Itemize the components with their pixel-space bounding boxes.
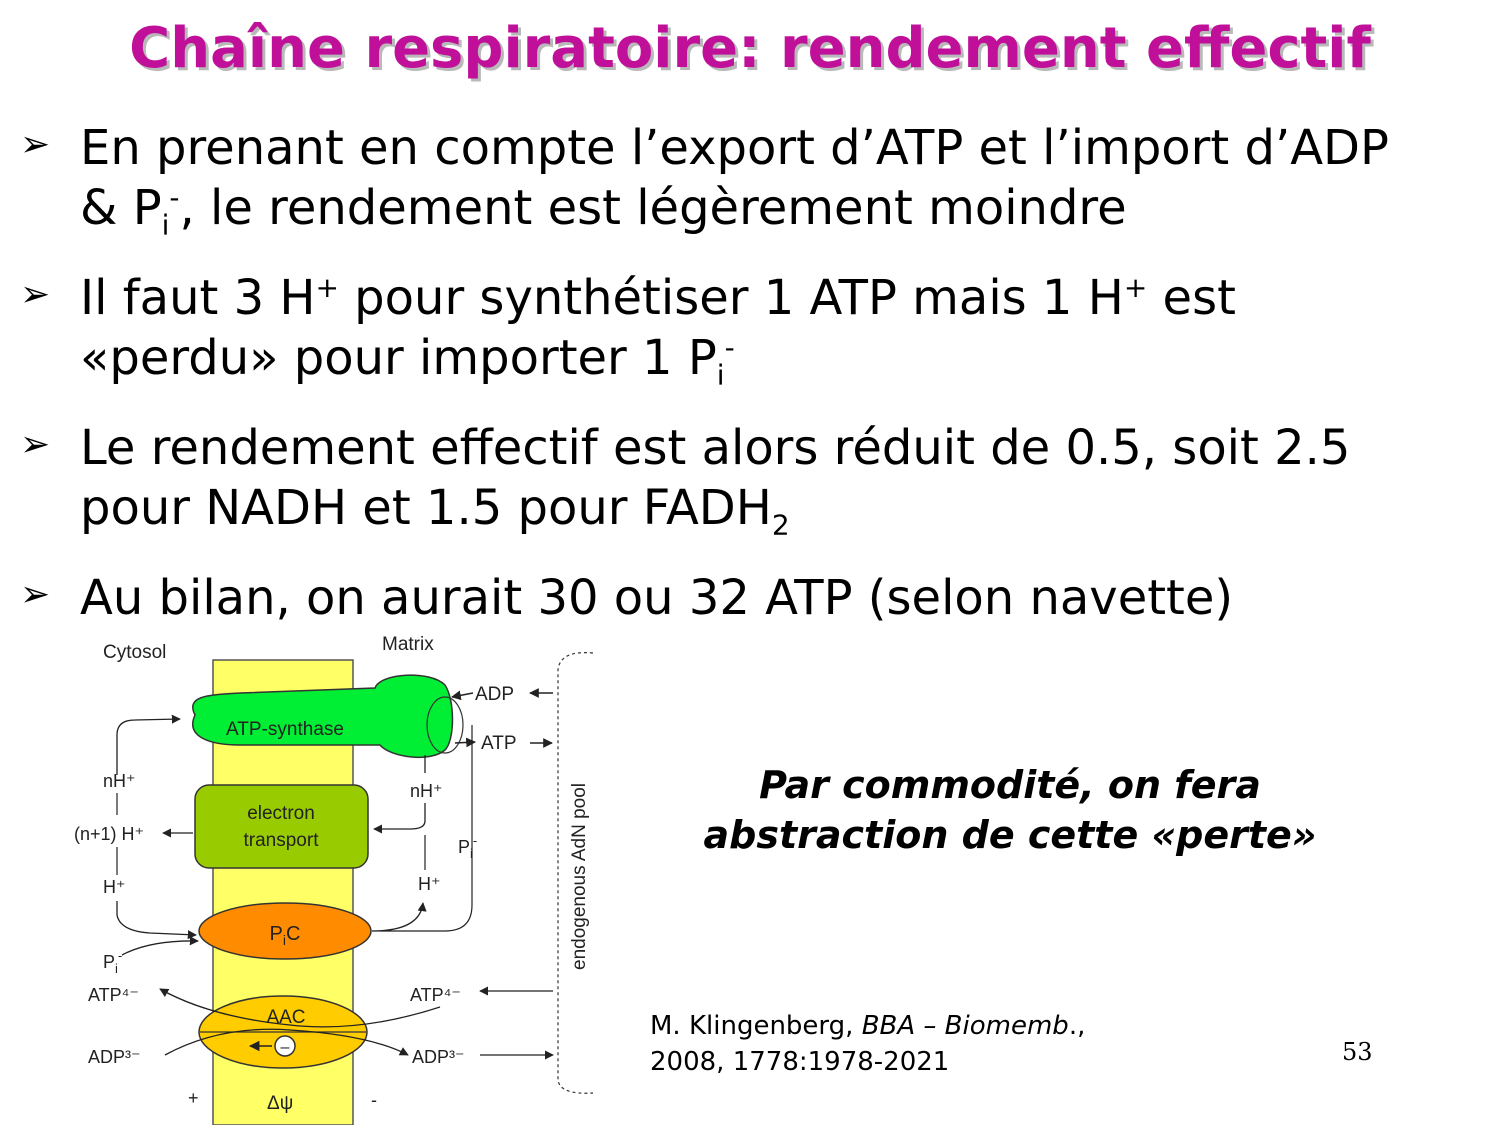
nh-left-flow <box>116 714 181 775</box>
h-right-label: H⁺ <box>418 874 441 894</box>
adn-pool-label: endogenous AdN pool <box>569 783 590 970</box>
atp4-left-label: ATP⁴⁻ <box>88 985 139 1005</box>
negative-charge-icon <box>274 1035 296 1057</box>
plus-label: + <box>188 1088 199 1108</box>
electron-label: electron <box>247 803 315 824</box>
mitochondrial-membrane-diagram: Cytosol Matrix ATP-synthase electron tra… <box>74 634 594 1125</box>
adn-pool-bracket <box>557 652 594 1094</box>
note-line-2: abstraction de cette «perte» <box>703 813 1317 857</box>
arrow-bullet-icon: ➢ <box>20 124 51 165</box>
atp4-right-label: ATP⁴⁻ <box>410 985 461 1005</box>
atp-export-arrow <box>159 988 441 1028</box>
pi-to-pic-flow <box>121 936 199 956</box>
commodity-note: Par commodité, on fera abstraction de ce… <box>660 760 1360 860</box>
nh-right-label: nH⁺ <box>410 781 443 801</box>
pic-to-h-flow <box>371 902 427 932</box>
bullet-1-line-1: En prenant en compte l’export d’ATP et l… <box>80 120 1389 176</box>
slide-title: Chaîne respiratoire: rendement effectif <box>129 16 1371 81</box>
phosphate-carrier <box>198 902 372 960</box>
adp-to-synthase-arrow <box>451 690 474 701</box>
electron-transport-complex <box>194 784 369 869</box>
atp-synthase-label: ATP-synthase <box>226 719 344 740</box>
arrow-bullet-icon: ➢ <box>20 424 51 465</box>
delta-psi-label: Δψ <box>267 1093 293 1114</box>
citation: M. Klingenberg, BBA – Biomemb., 2008, 17… <box>650 1008 1085 1080</box>
pi-right-flow <box>380 725 473 932</box>
adp3-left-label: ADP³⁻ <box>88 1047 141 1067</box>
bullet-2-line-2: «perdu» pour importer 1 Pi- <box>80 330 735 392</box>
citation-line-2: 2008, 1778:1978-2021 <box>650 1047 950 1077</box>
note-line-1: Par commodité, on fera <box>759 763 1261 807</box>
n1h-label: (n+1) H⁺ <box>74 824 144 844</box>
bullet-3-line-1: Le rendement effectif est alors réduit d… <box>80 420 1351 476</box>
nh-right-flow <box>374 755 426 829</box>
nh-left-label: nH⁺ <box>103 771 136 791</box>
pi-left-label: Pi- <box>103 948 122 976</box>
minus-label: - <box>371 1090 377 1110</box>
bullet-2-line-1: Il faut 3 H+ pour synthétiser 1 ATP mais… <box>80 270 1236 326</box>
adp3-right-label: ADP³⁻ <box>412 1047 465 1067</box>
citation-line-1: M. Klingenberg, BBA – Biomemb., <box>650 1011 1086 1041</box>
adp-import-arrow <box>164 1028 409 1056</box>
arrow-bullet-icon: ➢ <box>20 574 51 615</box>
arrow-bullet-icon: ➢ <box>20 274 51 315</box>
bullet-1-line-2: & Pi-, le rendement est légèrement moind… <box>80 180 1127 242</box>
atp-synthase-head-outline <box>426 696 464 754</box>
negative-charge-symbol: – <box>281 1039 290 1056</box>
atp-label: ATP <box>481 733 517 754</box>
aac-label: AAC <box>266 1007 305 1028</box>
transport-label: transport <box>244 830 320 851</box>
matrix-label: Matrix <box>382 634 434 655</box>
pic-label: PiC <box>270 923 301 948</box>
cytosol-label: Cytosol <box>103 642 166 663</box>
h-left-label: H⁺ <box>103 877 126 897</box>
bullet-3-line-2: pour NADH et 1.5 pour FADH2 <box>80 480 790 542</box>
atp-synthase <box>192 674 454 758</box>
page-number: 53 <box>1342 1038 1373 1066</box>
pi-right-label: Pi- <box>458 833 477 861</box>
bullet-4-line-1: Au bilan, on aurait 30 ou 32 ATP (selon … <box>80 570 1234 626</box>
h-to-pic-flow <box>116 901 197 940</box>
adp-label: ADP <box>475 684 514 705</box>
